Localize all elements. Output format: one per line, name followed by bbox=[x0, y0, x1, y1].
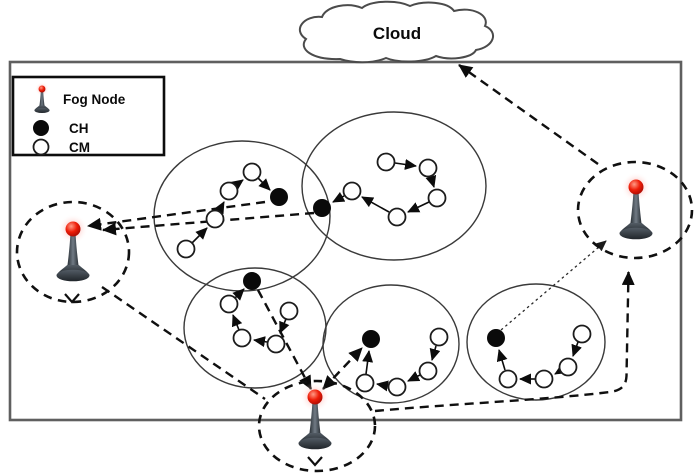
cm-node bbox=[427, 188, 447, 208]
cluster-4-circle bbox=[322, 284, 460, 404]
cm-node bbox=[429, 327, 449, 347]
cm-node bbox=[418, 361, 438, 381]
cm-node bbox=[232, 328, 252, 348]
down-arrowhead-fog-bottom bbox=[307, 456, 323, 467]
ch-dot bbox=[33, 120, 49, 136]
cm-node bbox=[355, 373, 375, 393]
ch-node bbox=[362, 330, 380, 348]
cm-node bbox=[219, 181, 239, 201]
link-fog-bottom-ch4 bbox=[322, 347, 363, 390]
cm-node bbox=[534, 369, 554, 389]
cm-node bbox=[219, 294, 239, 314]
cm-node bbox=[342, 181, 362, 201]
cm-node bbox=[572, 324, 592, 344]
fog-node-icon bbox=[298, 382, 332, 450]
cm-node bbox=[387, 207, 407, 227]
fog-node-icon bbox=[56, 214, 90, 282]
fog-left-range-circle bbox=[15, 200, 131, 304]
ch-node bbox=[487, 329, 505, 347]
link-ch1-to-fog-left bbox=[87, 200, 266, 231]
cluster-5-circle bbox=[466, 283, 606, 401]
cm-node bbox=[498, 369, 518, 389]
legend-label-ch: CH bbox=[69, 121, 89, 136]
cm-node bbox=[418, 158, 438, 178]
cm-node bbox=[279, 301, 299, 321]
cm-chain-arrows bbox=[191, 158, 582, 392]
ch-node bbox=[313, 199, 331, 217]
legend-label-cm: CM bbox=[69, 140, 90, 155]
cm-dot bbox=[32, 138, 50, 156]
legend-label-fog-node: Fog Node bbox=[63, 92, 126, 107]
cluster-2-circle bbox=[301, 111, 487, 261]
cm-node bbox=[387, 377, 407, 397]
cm-node bbox=[266, 334, 286, 354]
cm-node bbox=[242, 162, 262, 182]
link-ch5-to-fog-right bbox=[500, 240, 607, 331]
link-fog-bottom-to-fog-right bbox=[374, 271, 635, 413]
fog-node-icon bbox=[619, 172, 653, 240]
sensor-nodes bbox=[176, 152, 592, 397]
cm-node bbox=[205, 209, 225, 229]
fog-node-bottom bbox=[257, 379, 377, 473]
ch-node bbox=[243, 272, 261, 290]
cloud-label: Cloud bbox=[373, 24, 421, 43]
down-arrowhead-fog-left bbox=[64, 293, 80, 304]
fog-node-right bbox=[576, 160, 694, 260]
link-ch3-to-fog-bottom bbox=[256, 289, 313, 390]
legend: Fog Node CH CM bbox=[11, 75, 166, 157]
field-border bbox=[8, 60, 683, 422]
fog-node-left bbox=[15, 200, 131, 304]
cm-node bbox=[558, 357, 578, 377]
ch-node bbox=[270, 188, 288, 206]
link-fog-left-to-fog-bottom bbox=[101, 286, 266, 400]
cm-node bbox=[376, 152, 396, 172]
link-fog-right-to-cloud bbox=[458, 64, 599, 165]
cm-node bbox=[176, 239, 196, 259]
fog-right-range-circle bbox=[576, 160, 694, 260]
cloud-shape: Cloud bbox=[299, 0, 495, 64]
fog-bottom-range-circle bbox=[257, 379, 377, 473]
